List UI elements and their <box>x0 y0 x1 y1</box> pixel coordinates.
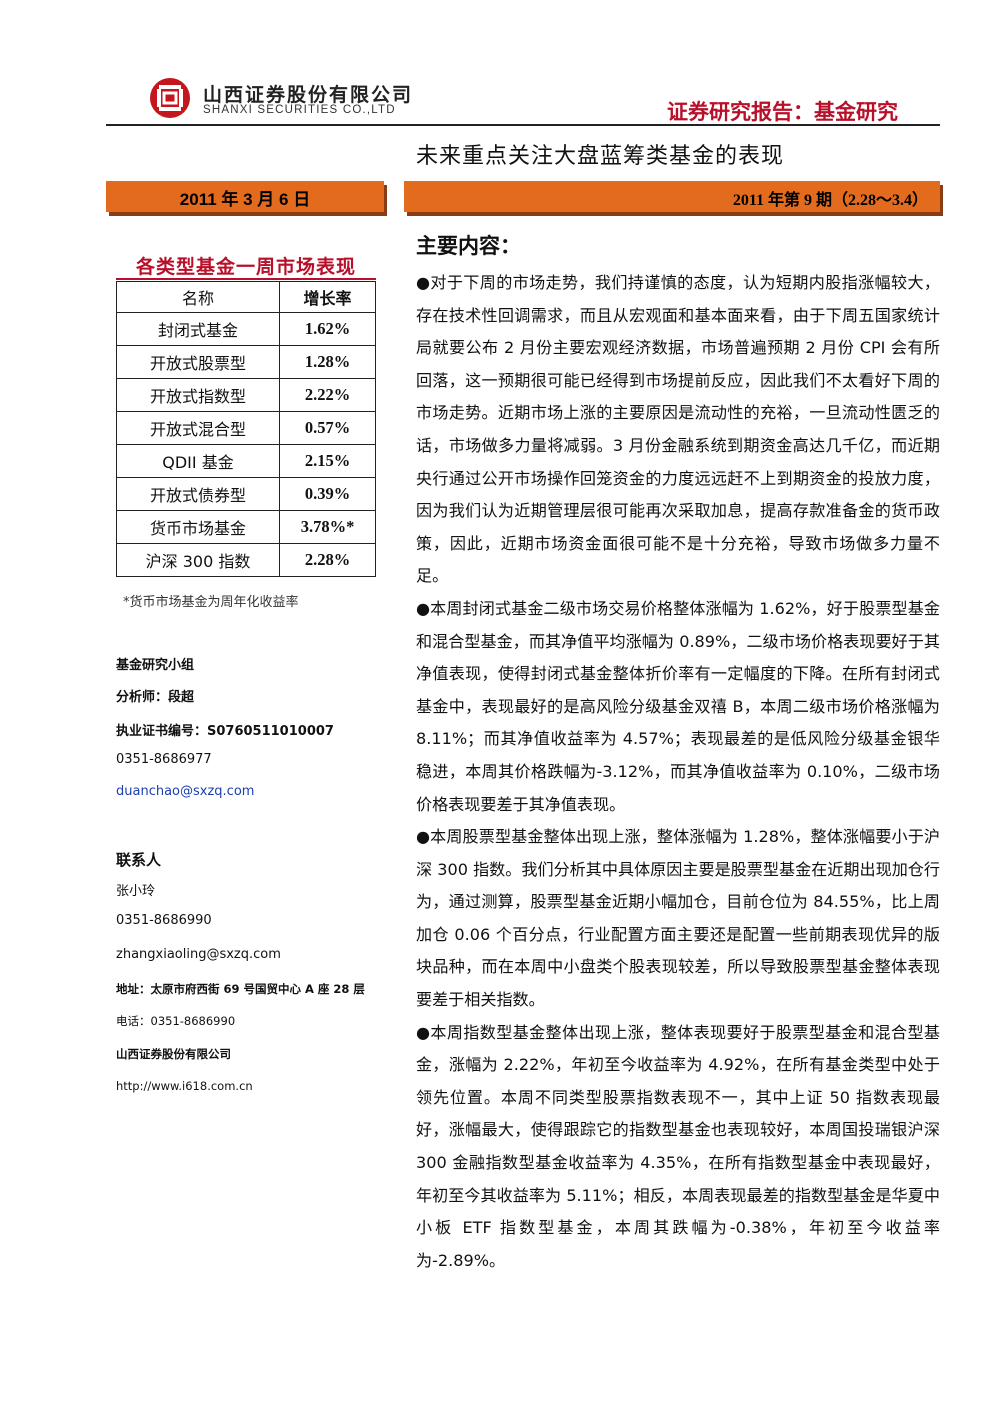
issue-number: 2011 年第 9 期（2.28～3.4） <box>732 192 928 209</box>
paragraph: ●本周指数型基金整体出现上涨，整体表现要好于股票型基金和混合型基金，涨幅为 2.… <box>416 1017 940 1278</box>
contact-email: zhangxiaoling@sxzq.com <box>116 947 281 962</box>
contact-phone: 0351-8686990 <box>116 913 212 928</box>
fund-type-cell: 开放式债券型 <box>116 477 280 511</box>
company-name-cn: 山西证券股份有限公司 <box>203 84 414 106</box>
column-header-name: 名称 <box>116 281 280 313</box>
bullet-icon: ● <box>416 273 431 292</box>
fund-performance-table: 名称 增长率 封闭式基金 1.62% 开放式股票型 1.28% 开放式指数型 2… <box>116 281 376 577</box>
column-header-growth: 增长率 <box>279 281 376 313</box>
main-heading: 主要内容： <box>416 234 521 258</box>
table-row: 开放式混合型 0.57% <box>116 411 376 445</box>
paragraph-text: 本周股票型基金整体出现上涨，整体涨幅为 1.28%，整体涨幅要小于沪深 300 … <box>416 827 940 1010</box>
bullet-icon: ● <box>416 1022 431 1042</box>
table-title-divider <box>116 278 376 280</box>
table-title: 各类型基金一周市场表现 <box>135 256 356 278</box>
main-body: ●对于下周的市场走势，我们持谨慎的态度，认为短期内股指涨幅较大，存在技术性回调需… <box>416 267 940 1277</box>
table-row: 货币市场基金 3.78%* <box>116 510 376 544</box>
table-row: QDII 基金 2.15% <box>116 444 376 478</box>
report-type: 证券研究报告：基金研究 <box>667 100 898 124</box>
analyst-email-link[interactable]: duanchao@sxzq.com <box>116 784 255 799</box>
table-row: 封闭式基金 1.62% <box>116 312 376 346</box>
growth-rate-cell: 2.22% <box>279 378 376 412</box>
bullet-icon: ● <box>416 827 431 847</box>
growth-rate-cell: 0.39% <box>279 477 376 511</box>
growth-rate-cell: 1.62% <box>279 312 376 346</box>
fund-type-cell: 封闭式基金 <box>116 312 280 346</box>
paragraph-text: 对于下周的市场走势，我们持谨慎的态度，认为短期内股指涨幅较大，存在技术性回调需求… <box>416 273 941 586</box>
growth-rate-cell: 2.28% <box>279 543 376 577</box>
report-date: 2011 年 3 月 6 日 <box>179 190 311 209</box>
fund-type-cell: 开放式指数型 <box>116 378 280 412</box>
fund-type-cell: QDII 基金 <box>116 444 280 478</box>
table-header-row: 名称 增长率 <box>116 281 376 313</box>
contact-name: 张小玲 <box>116 884 156 899</box>
growth-rate-cell: 2.15% <box>279 444 376 478</box>
growth-rate-cell: 0.57% <box>279 411 376 445</box>
company-tel: 电话：0351-8686990 <box>116 1014 236 1028</box>
company-website-link[interactable]: http://www.i618.com.cn <box>116 1079 253 1093</box>
bullet-icon: ● <box>416 598 431 618</box>
company-address: 地址：太原市府西街 69 号国贸中心 A 座 28 层 <box>116 982 365 996</box>
research-group: 基金研究小组 <box>116 658 195 673</box>
header-divider <box>106 124 940 126</box>
paragraph: ●对于下周的市场走势，我们持谨慎的态度，认为短期内股指涨幅较大，存在技术性回调需… <box>416 267 940 593</box>
table-row: 开放式股票型 1.28% <box>116 345 376 379</box>
analyst-phone: 0351-8686977 <box>116 752 212 767</box>
fund-type-cell: 开放式股票型 <box>116 345 280 379</box>
company-name-en: SHANXI SECURITIES CO.,LTD <box>203 104 396 116</box>
table-footnote: *货币市场基金为周年化收益率 <box>123 595 299 610</box>
paragraph: ●本周股票型基金整体出现上涨，整体涨幅为 1.28%，整体涨幅要小于沪深 300… <box>416 821 940 1017</box>
fund-type-cell: 货币市场基金 <box>116 510 280 544</box>
paragraph-text: 本周封闭式基金二级市场交易价格整体涨幅为 1.62%，好于股票型基金和混合型基金… <box>416 598 940 814</box>
table-row: 开放式债券型 0.39% <box>116 477 376 511</box>
date-banner: 2011 年 3 月 6 日 <box>106 181 384 212</box>
paragraph: ●本周封闭式基金二级市场交易价格整体涨幅为 1.62%，好于股票型基金和混合型基… <box>416 593 940 821</box>
fund-type-cell: 沪深 300 指数 <box>116 543 280 577</box>
contact-heading: 联系人 <box>116 851 162 869</box>
growth-rate-cell: 3.78%* <box>279 510 376 544</box>
table-row: 沪深 300 指数 2.28% <box>116 543 376 577</box>
fund-type-cell: 开放式混合型 <box>116 411 280 445</box>
table-row: 开放式指数型 2.22% <box>116 378 376 412</box>
license-number: 执业证书编号：S0760511010007 <box>116 724 334 739</box>
page-title: 未来重点关注大盘蓝筹类基金的表现 <box>416 144 785 169</box>
company-name-footer: 山西证券股份有限公司 <box>116 1047 231 1061</box>
growth-rate-cell: 1.28% <box>279 345 376 379</box>
analyst-name: 分析师：段超 <box>116 690 195 705</box>
company-logo-icon <box>150 78 190 118</box>
issue-banner: 2011 年第 9 期（2.28～3.4） <box>404 181 940 212</box>
paragraph-text: 本周指数型基金整体出现上涨，整体表现要好于股票型基金和混合型基金，涨幅为 2.2… <box>416 1022 941 1270</box>
